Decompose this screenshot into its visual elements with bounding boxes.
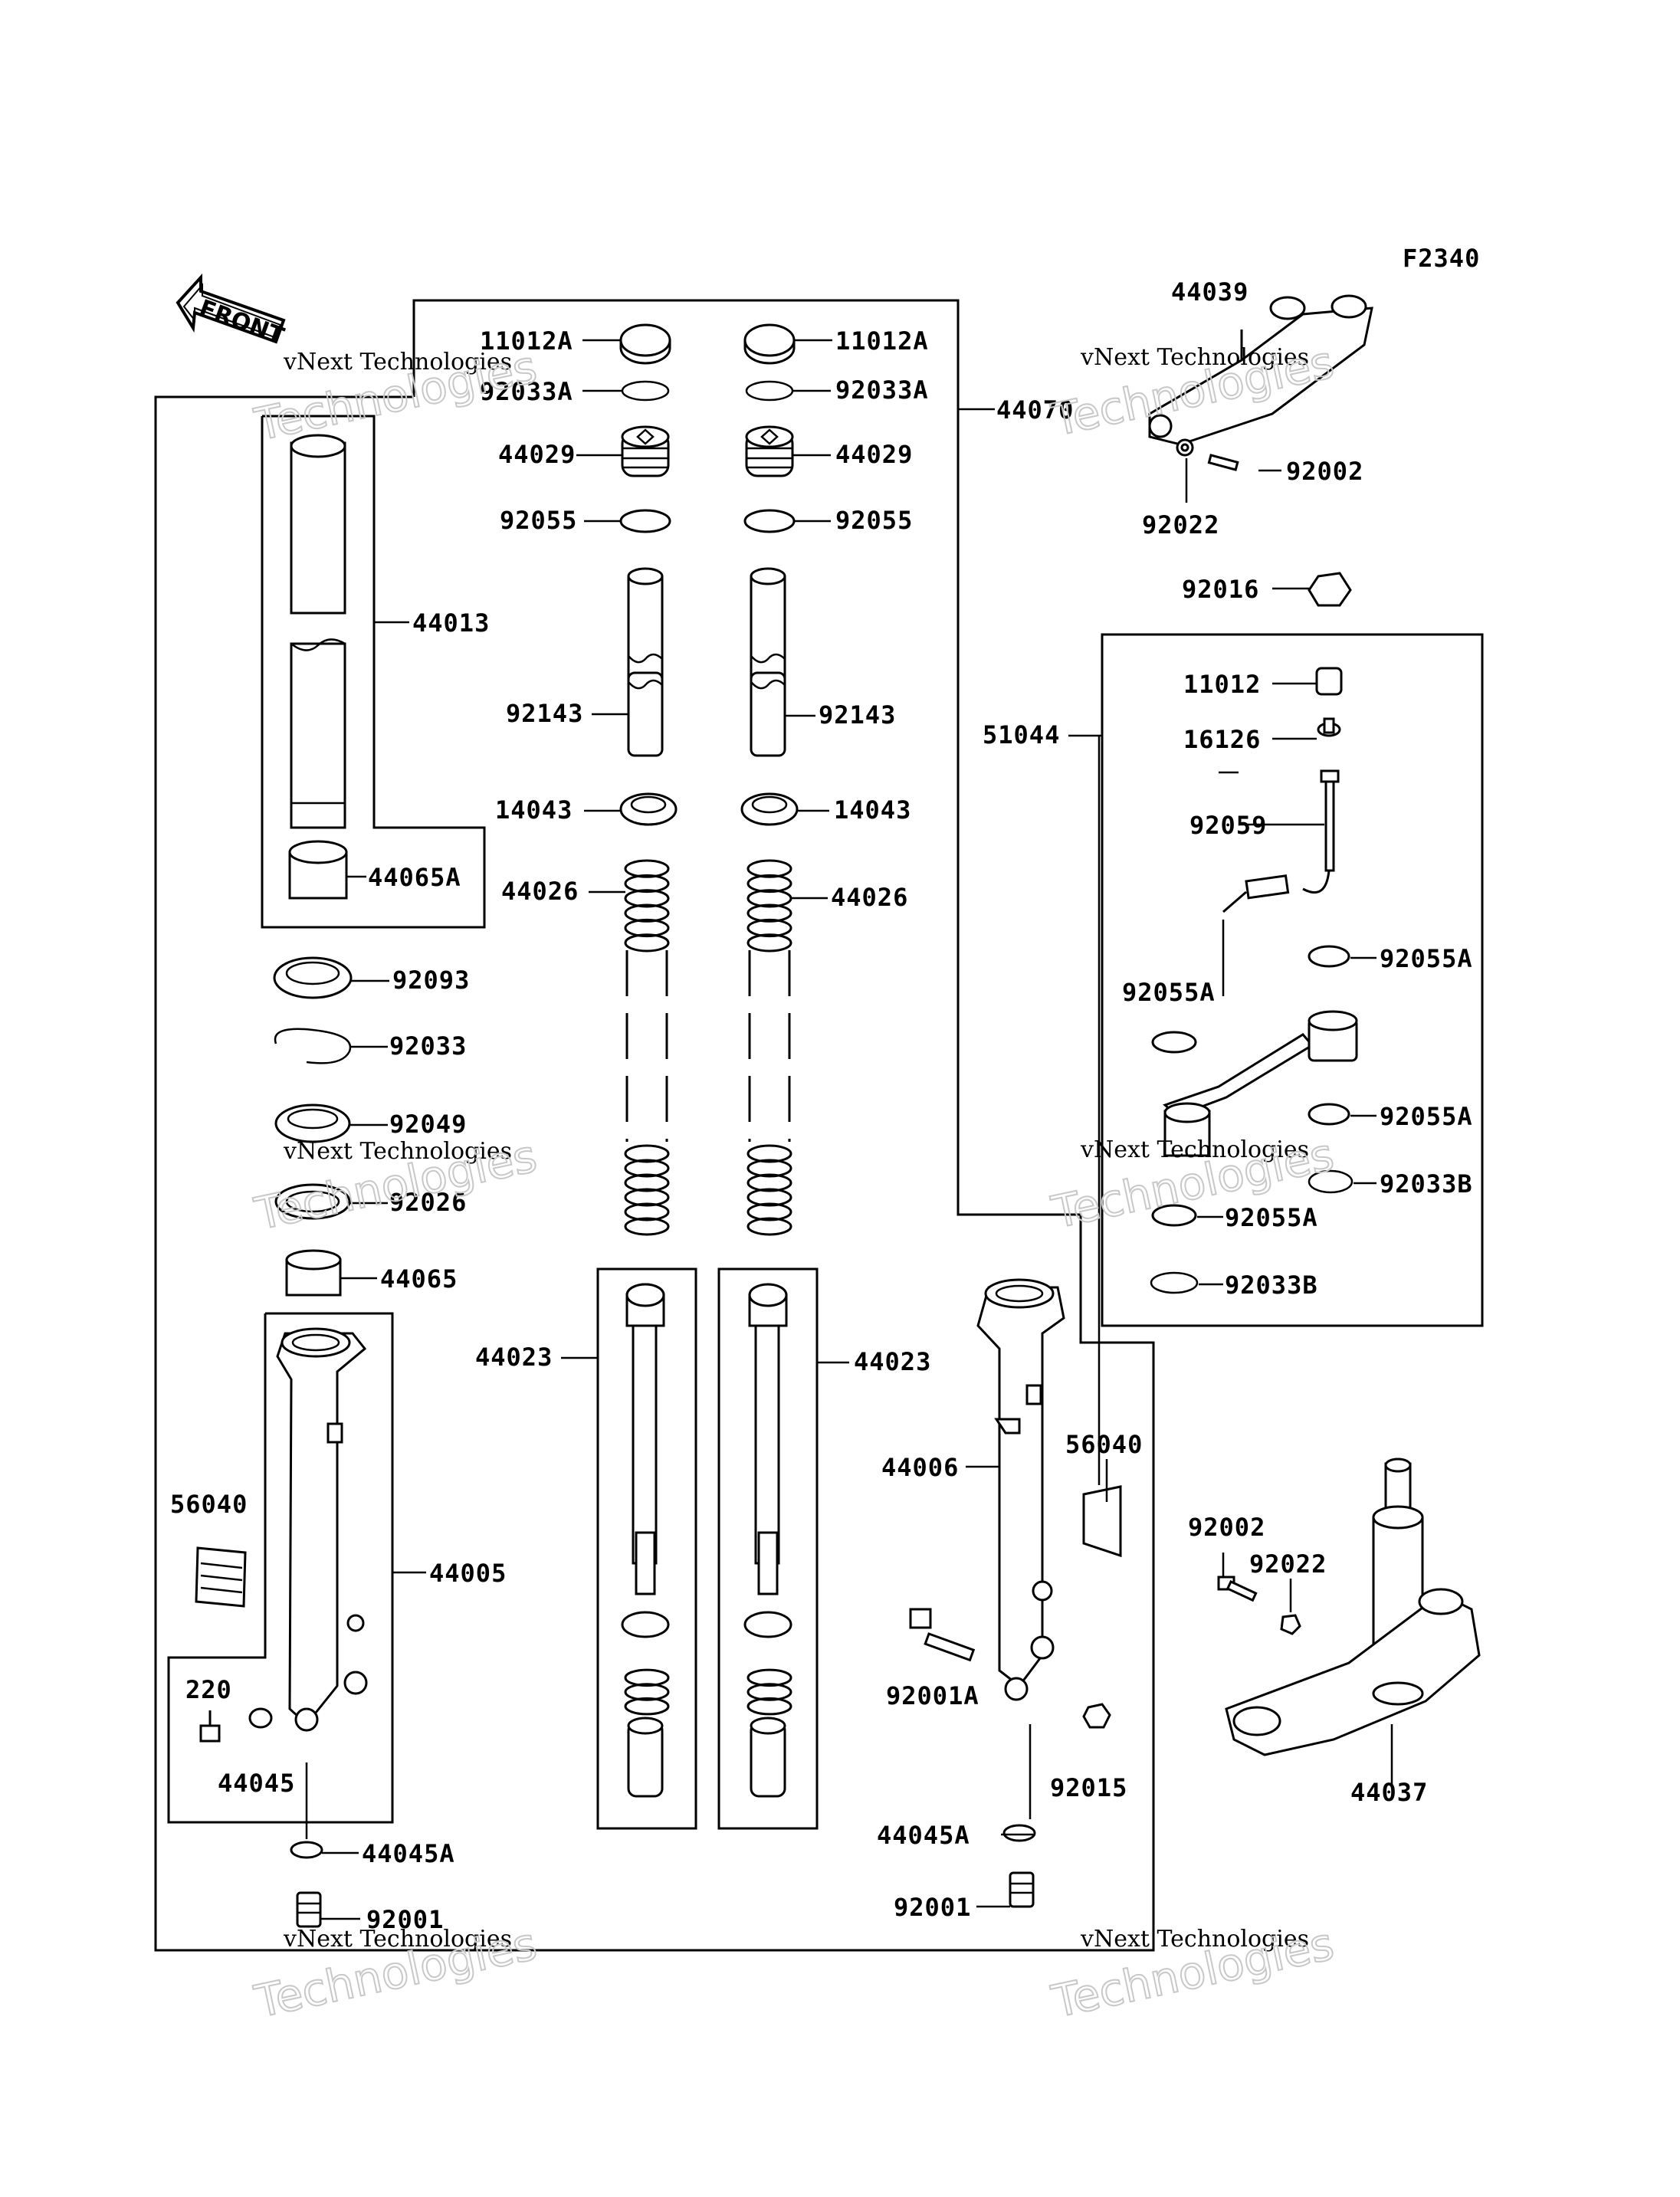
bolts-44029 [621, 425, 794, 477]
damper-rods-44023 [621, 1283, 792, 1798]
label-44045: 44045 [218, 1769, 295, 1798]
watermark: vNext Technologies Technologies [1046, 1917, 1339, 2028]
decal-56040-left [195, 1546, 247, 1608]
label-14043-left: 14043 [495, 795, 573, 825]
circlips-92033B [1150, 1169, 1354, 1294]
front-label: FRONT [195, 295, 287, 350]
label-44039: 44039 [1171, 277, 1249, 307]
label-92059: 92059 [1189, 811, 1267, 840]
label-92055-left: 92055 [500, 506, 577, 535]
left-outer-tube-44005 [276, 1327, 368, 1732]
left-seals [273, 956, 353, 1297]
label-92055A-1: 92055A [1380, 944, 1473, 973]
svg-text:vNext Technologies: vNext Technologies [1080, 1926, 1309, 1953]
figure-code: F2340 [1403, 244, 1480, 273]
seats-14043 [619, 792, 799, 826]
orings-92055A [1151, 945, 1350, 1227]
watermark: vNext Technologies Technologies [249, 1129, 542, 1241]
label-44026-right: 44026 [831, 883, 908, 912]
label-56040-left: 56040 [170, 1490, 248, 1519]
svg-text:vNext Technologies: vNext Technologies [1080, 1136, 1309, 1163]
collars-92143 [627, 567, 786, 757]
label-11012A-right: 11012A [835, 326, 929, 356]
label-44045A-right: 44045A [877, 1821, 970, 1850]
front-arrow-icon: FRONT [176, 273, 287, 350]
label-44070: 44070 [996, 395, 1074, 425]
label-11012: 11012 [1183, 670, 1261, 699]
nut-92015 [1082, 1703, 1111, 1729]
label-92033B-1: 92033B [1380, 1169, 1473, 1199]
bush-44065A [288, 840, 348, 900]
label-44045A-left: 44045A [362, 1839, 455, 1868]
label-92022-bot: 92022 [1249, 1549, 1327, 1579]
label-92015: 92015 [1050, 1773, 1127, 1802]
label-44023-left: 44023 [475, 1343, 553, 1372]
label-92033A-left: 92033A [480, 377, 573, 406]
sensor-51044 [1163, 667, 1358, 1157]
label-92143-right: 92143 [819, 700, 896, 730]
leader-lines [305, 339, 1393, 1920]
watermark: vNext Technologies Technologies [249, 1917, 542, 2028]
label-14043-right: 14043 [834, 795, 911, 825]
orings-92055 [619, 509, 796, 533]
part-labels: 11012A 11012A 92033A 92033A 44029 44029 … [170, 277, 1473, 1934]
label-220: 220 [185, 1675, 232, 1704]
label-92026: 92026 [389, 1188, 467, 1217]
label-92001A: 92001A [886, 1681, 979, 1710]
nut-92016 [1308, 572, 1352, 607]
label-44029-right: 44029 [835, 440, 913, 469]
label-92143-left: 92143 [506, 699, 583, 728]
circlips-92033A [621, 380, 794, 402]
spring-dashes [625, 950, 791, 1142]
frame-lines [154, 299, 1484, 1952]
label-92001-right: 92001 [894, 1893, 971, 1922]
label-92022-top: 92022 [1142, 510, 1219, 539]
label-92033B-2: 92033B [1225, 1271, 1318, 1300]
label-44006: 44006 [881, 1453, 959, 1482]
label-92055A-4: 92055A [1225, 1203, 1318, 1232]
bolt-92002-top [1176, 438, 1239, 471]
bolt-92001A [909, 1608, 976, 1662]
watermarks: vNext Technologies Technologies vNext Te… [249, 335, 1339, 2028]
label-44013: 44013 [412, 608, 490, 638]
decal-56040-right [1082, 1485, 1122, 1558]
label-44065: 44065 [380, 1264, 458, 1294]
label-44065A: 44065A [368, 863, 461, 892]
label-44023-right: 44023 [854, 1347, 931, 1376]
label-92016: 92016 [1182, 575, 1259, 604]
label-92055A-2: 92055A [1122, 978, 1216, 1007]
svg-text:vNext Technologies: vNext Technologies [1080, 344, 1309, 371]
steering-stem-44037 [1225, 1458, 1481, 1756]
bolt-92002-bot [1217, 1576, 1301, 1635]
svg-text:vNext Technologies: vNext Technologies [283, 1138, 512, 1165]
fork-caps [619, 323, 796, 365]
right-outer-tube-44006 [976, 1278, 1065, 1701]
upper-clamp-44039 [1148, 294, 1373, 446]
label-92001-left: 92001 [366, 1905, 444, 1934]
small-bolts-left [199, 1707, 323, 1928]
label-44026-left: 44026 [501, 877, 579, 906]
label-92033A-right: 92033A [835, 375, 929, 405]
label-44037: 44037 [1350, 1778, 1428, 1807]
springs-44026 [624, 859, 792, 1716]
label-11012A-left: 11012A [480, 326, 573, 356]
label-92002-top: 92002 [1286, 457, 1363, 486]
svg-text:vNext Technologies: vNext Technologies [283, 349, 512, 375]
label-16126: 16126 [1183, 725, 1261, 754]
inner-tube-44013 [290, 434, 346, 829]
label-92055A-3: 92055A [1380, 1102, 1473, 1131]
label-92049: 92049 [389, 1110, 467, 1139]
watermark: vNext Technologies Technologies [249, 339, 542, 451]
label-92033: 92033 [389, 1031, 467, 1061]
label-92002-bot: 92002 [1188, 1513, 1265, 1542]
label-44029-left: 44029 [498, 440, 576, 469]
label-56040-right: 56040 [1065, 1430, 1143, 1459]
label-44005: 44005 [429, 1559, 507, 1588]
label-92055-right: 92055 [835, 506, 913, 535]
svg-text:vNext Technologies: vNext Technologies [283, 1926, 512, 1953]
right-lower-bolts [1002, 1824, 1036, 1908]
label-51044: 51044 [983, 720, 1060, 749]
label-92093: 92093 [392, 966, 470, 995]
